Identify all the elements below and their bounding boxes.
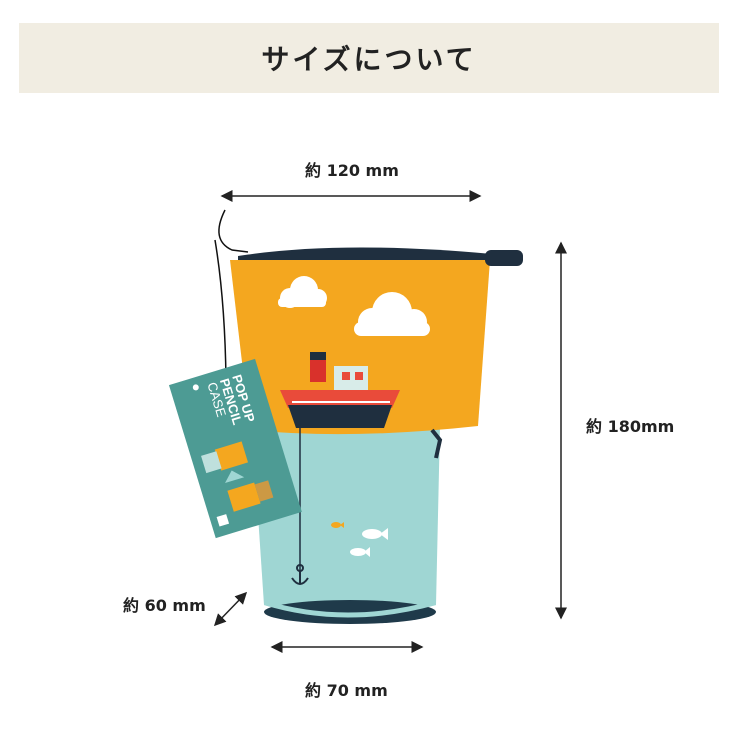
cloud-icon [278,276,327,308]
fish-icon [350,547,370,557]
page-title: サイズについて [261,43,477,76]
depth-arrow [213,591,248,627]
product-tag: POP UP PENCIL CASE [168,358,302,539]
width-label: 約 120 mm [305,161,399,180]
cloud-icon [354,292,430,336]
anchor-icon [291,564,309,585]
base-label: 約 70 mm [305,681,388,700]
boat-icon [280,352,400,428]
title-banner: サイズについて [19,23,719,93]
fish-icon [362,528,388,540]
height-label: 約 180mm [586,417,675,436]
pencil-case [214,209,523,624]
depth-label: 約 60 mm [123,596,206,615]
fish-icon [331,522,344,528]
